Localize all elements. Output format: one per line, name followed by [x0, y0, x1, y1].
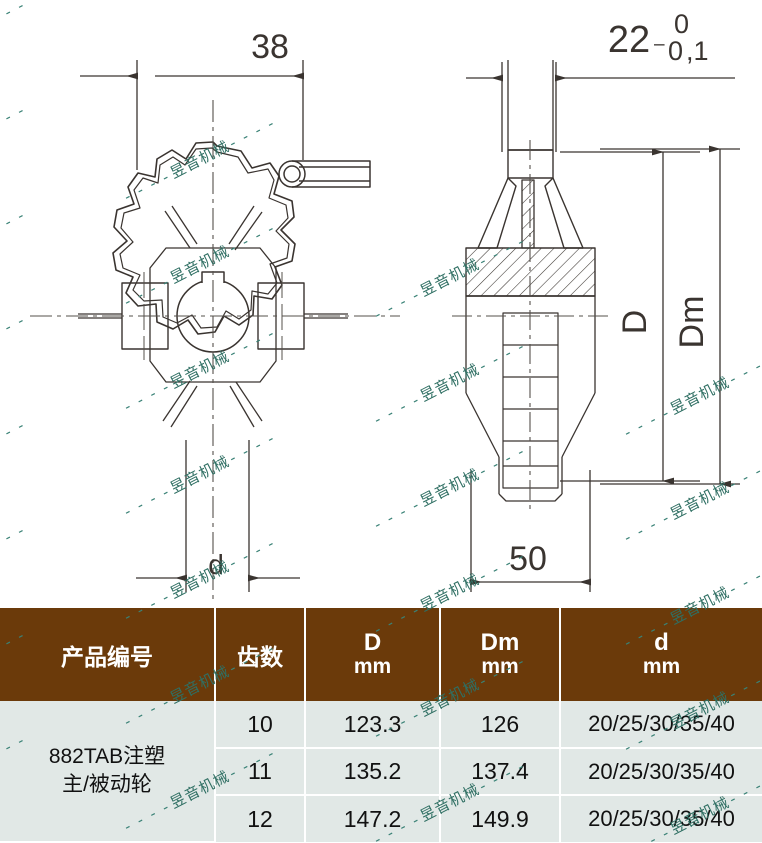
col-header-D: D mm: [305, 608, 441, 701]
axle-stubs: [78, 313, 348, 319]
sprocket-spokes: [162, 205, 263, 428]
dimension-d: [136, 440, 300, 592]
cell-d: 20/25/30/35/40: [560, 701, 762, 749]
technical-drawing: 38 d 22 – 0 0 ,1 D Dm 50: [30, 9, 740, 600]
cell-teeth: 11: [215, 748, 306, 796]
dimension-label-38: 38: [251, 28, 289, 66]
col-header-d: d mm: [560, 608, 762, 701]
front-view-centerlines: [30, 100, 400, 600]
sprocket-outer-profile-inner: [119, 147, 290, 329]
dimension-22: [466, 62, 735, 152]
cell-Dm: 149.9: [440, 795, 561, 842]
cell-Dm: 126: [440, 701, 561, 749]
cell-product-name: 882TAB注塑 主/被动轮: [0, 701, 216, 843]
cell-Dm: 137.4: [440, 748, 561, 796]
front-view-aux-centerlines: [143, 272, 283, 360]
dimension-Dm: [600, 145, 740, 488]
svg-text:0: 0: [674, 9, 689, 39]
cell-d: 20/25/30/35/40: [560, 748, 762, 796]
table-body: 882TAB注塑 主/被动轮 10 123.3 126 20/25/30/35/…: [0, 701, 762, 843]
col-header-product: 产品编号: [0, 608, 216, 701]
section-cone-right: [544, 177, 584, 249]
table-row: 11 135.2 137.4 20/25/30/35/40: [0, 748, 762, 796]
col-header-Dm: Dm mm: [440, 608, 561, 701]
cell-D: 147.2: [305, 795, 441, 842]
front-view-geometry: [78, 141, 371, 428]
section-shaft-lines: [507, 60, 554, 150]
dimension-label-Dm: Dm: [673, 296, 711, 349]
col-header-teeth: 齿数: [215, 608, 306, 701]
dimension-label-50: 50: [509, 540, 547, 578]
section-view-centerlines: [452, 140, 608, 510]
dimension-38: [80, 60, 304, 170]
chain-link-detail: [278, 160, 371, 188]
dimension-D: [560, 148, 700, 485]
svg-text:0: 0: [668, 36, 683, 66]
dimension-label-d: d: [208, 549, 224, 580]
cell-teeth: 10: [215, 701, 306, 749]
cell-d: 20/25/30/35/40: [560, 795, 762, 842]
sprocket-outer-profile: [112, 141, 296, 335]
cell-teeth: 12: [215, 795, 306, 842]
svg-text:–: –: [654, 34, 665, 55]
hub-contour: [149, 247, 277, 383]
drawing-canvas: 38 d 22 – 0 0 ,1 D Dm 50: [30, 9, 740, 600]
svg-text:22: 22: [608, 19, 650, 61]
svg-text:,1: ,1: [686, 36, 709, 66]
specification-table: 产品编号 齿数 D mm Dm mm d mm: [0, 608, 762, 843]
table-row: 882TAB注塑 主/被动轮 10 123.3 126 20/25/30/35/…: [0, 701, 762, 843]
table-row: 12 147.2 149.9 20/25/30/35/40: [0, 795, 762, 842]
section-cone-left: [477, 177, 517, 249]
cell-D: 135.2: [305, 748, 441, 796]
cell-D: 123.3: [305, 701, 441, 749]
section-body: [465, 296, 596, 502]
table-header-row: 产品编号 齿数 D mm Dm mm d mm: [0, 608, 762, 701]
dimension-50: [470, 470, 591, 592]
dimension-label-D: D: [616, 310, 654, 335]
section-hatch-left: [521, 179, 535, 249]
dimension-label-22: 22 – 0 0 ,1: [608, 9, 709, 66]
